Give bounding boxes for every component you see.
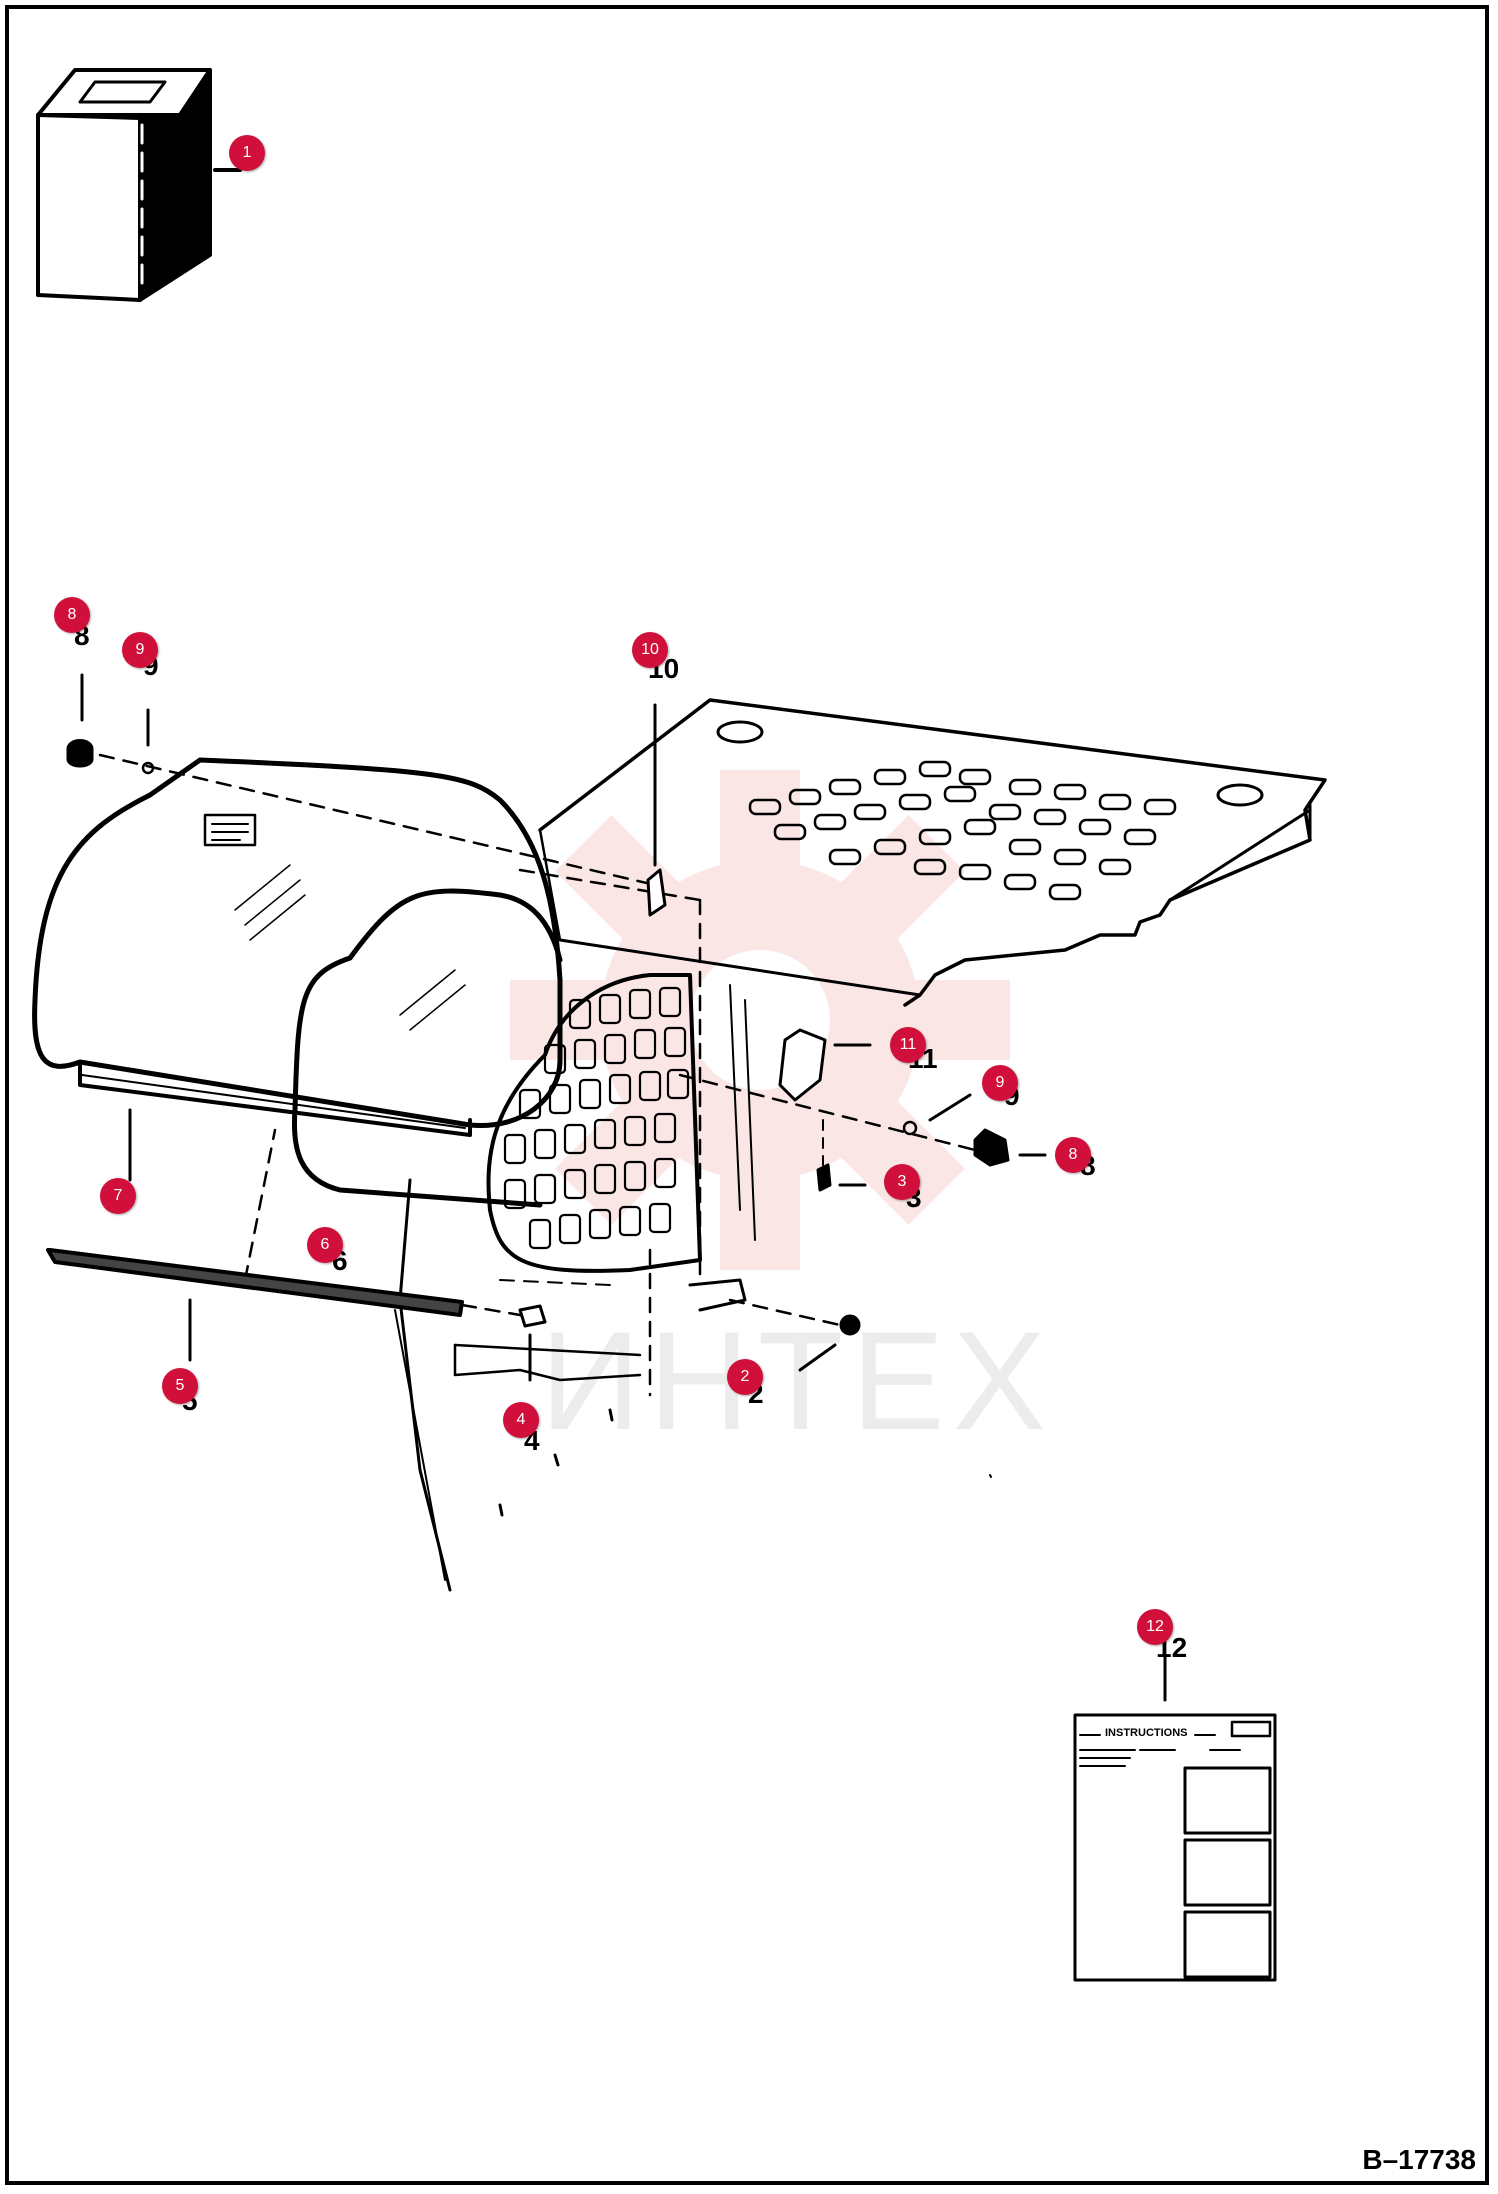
callout-7[interactable]: 7 <box>100 1178 136 1214</box>
watermark-text: ИНТЕХ <box>540 1302 1055 1459</box>
kit-box-drawing <box>36 68 242 302</box>
callout-10[interactable]: 10 <box>632 632 668 668</box>
glass-strip-drawing <box>78 1060 472 1182</box>
screen-mesh-drawing <box>486 973 702 1273</box>
window-glass-drawing <box>32 757 563 1129</box>
gasket-drawing <box>291 888 563 1208</box>
cab-frame-drawing <box>243 868 992 1592</box>
diagram-frame <box>5 5 1489 2185</box>
top-panel-drawing <box>538 698 1327 1007</box>
callout-5[interactable]: 5 <box>162 1368 198 1404</box>
callout-8-left[interactable]: 8 <box>54 597 90 633</box>
document-id: B–17738 <box>1362 2144 1476 2175</box>
instruction-sheet-title: INSTRUCTIONS <box>1105 1727 1188 1739</box>
callout-6[interactable]: 6 <box>307 1227 343 1263</box>
callout-9-left[interactable]: 9 <box>122 632 158 668</box>
seal-strip-drawing <box>46 1248 464 1362</box>
callout-3[interactable]: 3 <box>884 1164 920 1200</box>
callout-9-right[interactable]: 9 <box>982 1065 1018 1101</box>
callout-12[interactable]: 12 <box>1137 1609 1173 1645</box>
callout-4[interactable]: 4 <box>503 1402 539 1438</box>
instruction-sheet-drawing <box>1073 1653 1277 1982</box>
fasteners-drawing <box>66 673 1047 1382</box>
callout-2[interactable]: 2 <box>727 1359 763 1395</box>
callout-11[interactable]: 11 <box>890 1027 926 1063</box>
callout-1[interactable]: 1 <box>229 135 265 171</box>
callout-8-right[interactable]: 8 <box>1055 1137 1091 1173</box>
